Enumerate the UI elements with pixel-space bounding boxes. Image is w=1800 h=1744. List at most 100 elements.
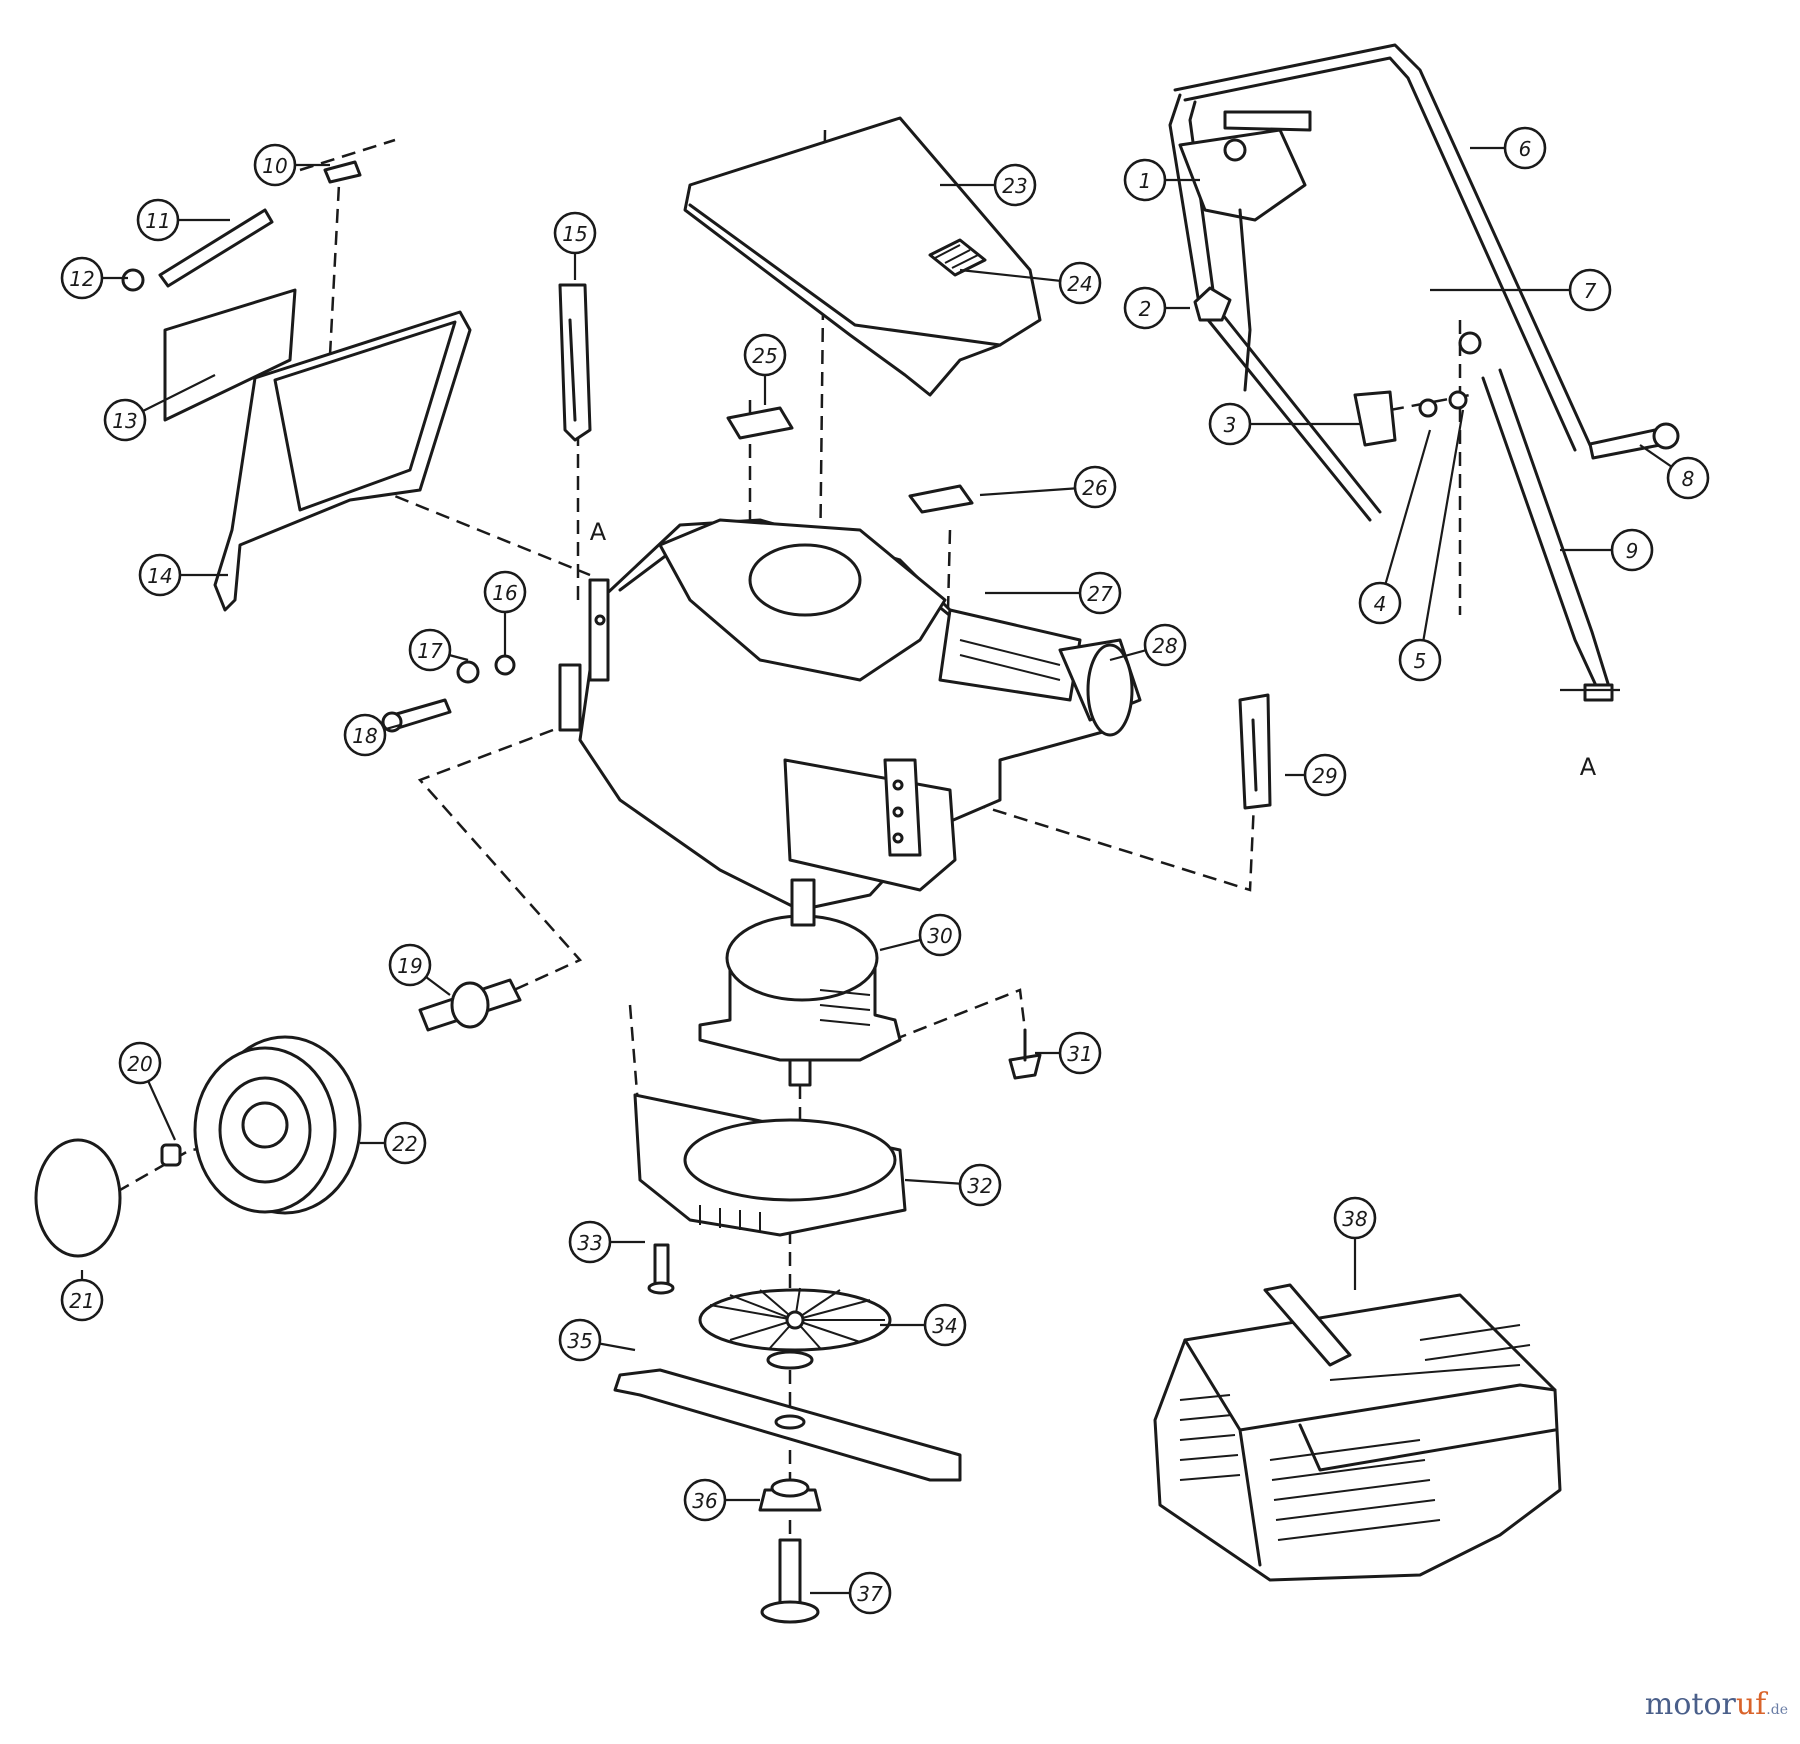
callout-number: 35 xyxy=(567,1329,592,1353)
callout-number: 10 xyxy=(262,154,287,178)
callout-circle xyxy=(1073,465,1117,509)
callout-number: 14 xyxy=(147,564,172,588)
callout-number: 4 xyxy=(1374,592,1387,616)
callout-circle xyxy=(848,1571,892,1615)
callout-number: 17 xyxy=(417,639,443,663)
callout-21: 21 xyxy=(60,1270,104,1322)
handle-assembly xyxy=(1168,43,1680,702)
callout-number: 8 xyxy=(1682,467,1695,491)
callout-30: 30 xyxy=(879,913,962,957)
callout-circle xyxy=(1333,1196,1377,1240)
callout-number: 3 xyxy=(1224,413,1237,437)
watermark-part2: uf xyxy=(1735,1687,1767,1722)
callout-circle xyxy=(253,143,297,187)
callout-7: 7 xyxy=(1430,268,1612,312)
callout-circle xyxy=(993,163,1037,207)
callout-9: 9 xyxy=(1560,528,1654,572)
callout-number: 22 xyxy=(392,1132,417,1156)
callout-number: 34 xyxy=(932,1314,957,1338)
callout-2: 2 xyxy=(1123,286,1190,330)
motor-cover xyxy=(683,116,1042,397)
callout-circle xyxy=(1058,261,1102,305)
callout-12: 12 xyxy=(60,256,128,300)
rear-flap-assembly xyxy=(121,160,472,612)
watermark-part1: motor xyxy=(1644,1687,1736,1722)
mower-housing xyxy=(381,283,1272,912)
callout-31: 31 xyxy=(1035,1031,1102,1075)
fan-housing xyxy=(633,1093,907,1295)
callout-10: 10 xyxy=(253,143,330,187)
callout-1: 1 xyxy=(1123,158,1200,202)
callout-number: 18 xyxy=(352,724,377,748)
callout-number: 25 xyxy=(752,344,777,368)
callout-38: 38 xyxy=(1333,1196,1377,1290)
callout-number: 5 xyxy=(1414,649,1427,673)
callout-leader xyxy=(1378,429,1432,604)
callout-circle xyxy=(958,1163,1002,1207)
callout-number: 19 xyxy=(397,954,422,978)
callout-20: 20 xyxy=(118,1041,177,1141)
callout-29: 29 xyxy=(1285,753,1347,797)
callout-6: 6 xyxy=(1470,126,1547,170)
callout-circle xyxy=(1666,456,1710,500)
callout-19: 19 xyxy=(388,943,451,996)
callout-23: 23 xyxy=(940,163,1037,207)
callout-circle xyxy=(1303,753,1347,797)
callout-circle xyxy=(388,943,432,987)
callout-circle xyxy=(1568,268,1612,312)
callout-22: 22 xyxy=(360,1121,427,1165)
callout-number: 1 xyxy=(1139,169,1152,193)
callout-15: 15 xyxy=(553,211,597,280)
callout-circle xyxy=(118,1041,162,1085)
callout-circle xyxy=(743,333,787,377)
callout-circle xyxy=(408,628,452,672)
callout-circle xyxy=(103,398,147,442)
callout-18: 18 xyxy=(343,713,401,757)
callout-14: 14 xyxy=(138,553,228,597)
watermark-suffix: .de xyxy=(1766,1702,1788,1718)
motor xyxy=(698,878,1042,1087)
callout-37: 37 xyxy=(810,1571,892,1615)
blade-fasteners xyxy=(758,1478,822,1624)
callout-circle xyxy=(1358,581,1402,625)
callout-5: 5 xyxy=(1398,409,1465,682)
callout-number: 7 xyxy=(1584,279,1597,303)
callout-number: 27 xyxy=(1087,582,1113,606)
callout-number: 36 xyxy=(692,1489,717,1513)
callout-circle xyxy=(918,913,962,957)
callout-34: 34 xyxy=(880,1303,967,1347)
callout-circle xyxy=(923,1303,967,1347)
callout-circle xyxy=(1058,1031,1102,1075)
callout-3: 3 xyxy=(1208,402,1360,446)
callout-circle xyxy=(1143,623,1187,667)
callout-27: 27 xyxy=(985,571,1122,615)
callout-number: 31 xyxy=(1067,1042,1092,1066)
callout-11: 11 xyxy=(136,198,230,242)
callout-28: 28 xyxy=(1109,623,1187,667)
callout-circle xyxy=(138,553,182,597)
section-marks: AA xyxy=(590,518,1597,781)
cutting-blade xyxy=(613,1368,962,1482)
callout-number: 12 xyxy=(69,267,94,291)
callout-number: 13 xyxy=(112,409,137,433)
callout-number: 9 xyxy=(1626,539,1639,563)
callout-number: 2 xyxy=(1139,297,1152,321)
callout-number: 37 xyxy=(857,1582,883,1606)
callout-circle xyxy=(1503,126,1547,170)
callout-25: 25 xyxy=(743,333,787,405)
callout-layer: 1234567891011121314151617181920212223242… xyxy=(60,126,1710,1615)
grass-catcher xyxy=(1153,1283,1562,1582)
callout-number: 23 xyxy=(1002,174,1027,198)
callout-33: 33 xyxy=(568,1220,645,1264)
callout-circle xyxy=(1398,638,1442,682)
fan-impeller xyxy=(698,1287,892,1370)
callout-number: 16 xyxy=(492,581,517,605)
callout-4: 4 xyxy=(1358,429,1432,625)
callout-circle xyxy=(343,713,387,757)
callout-number: 38 xyxy=(1342,1207,1367,1231)
callout-32: 32 xyxy=(904,1163,1002,1207)
callout-8: 8 xyxy=(1639,444,1710,500)
callout-26: 26 xyxy=(979,465,1117,509)
